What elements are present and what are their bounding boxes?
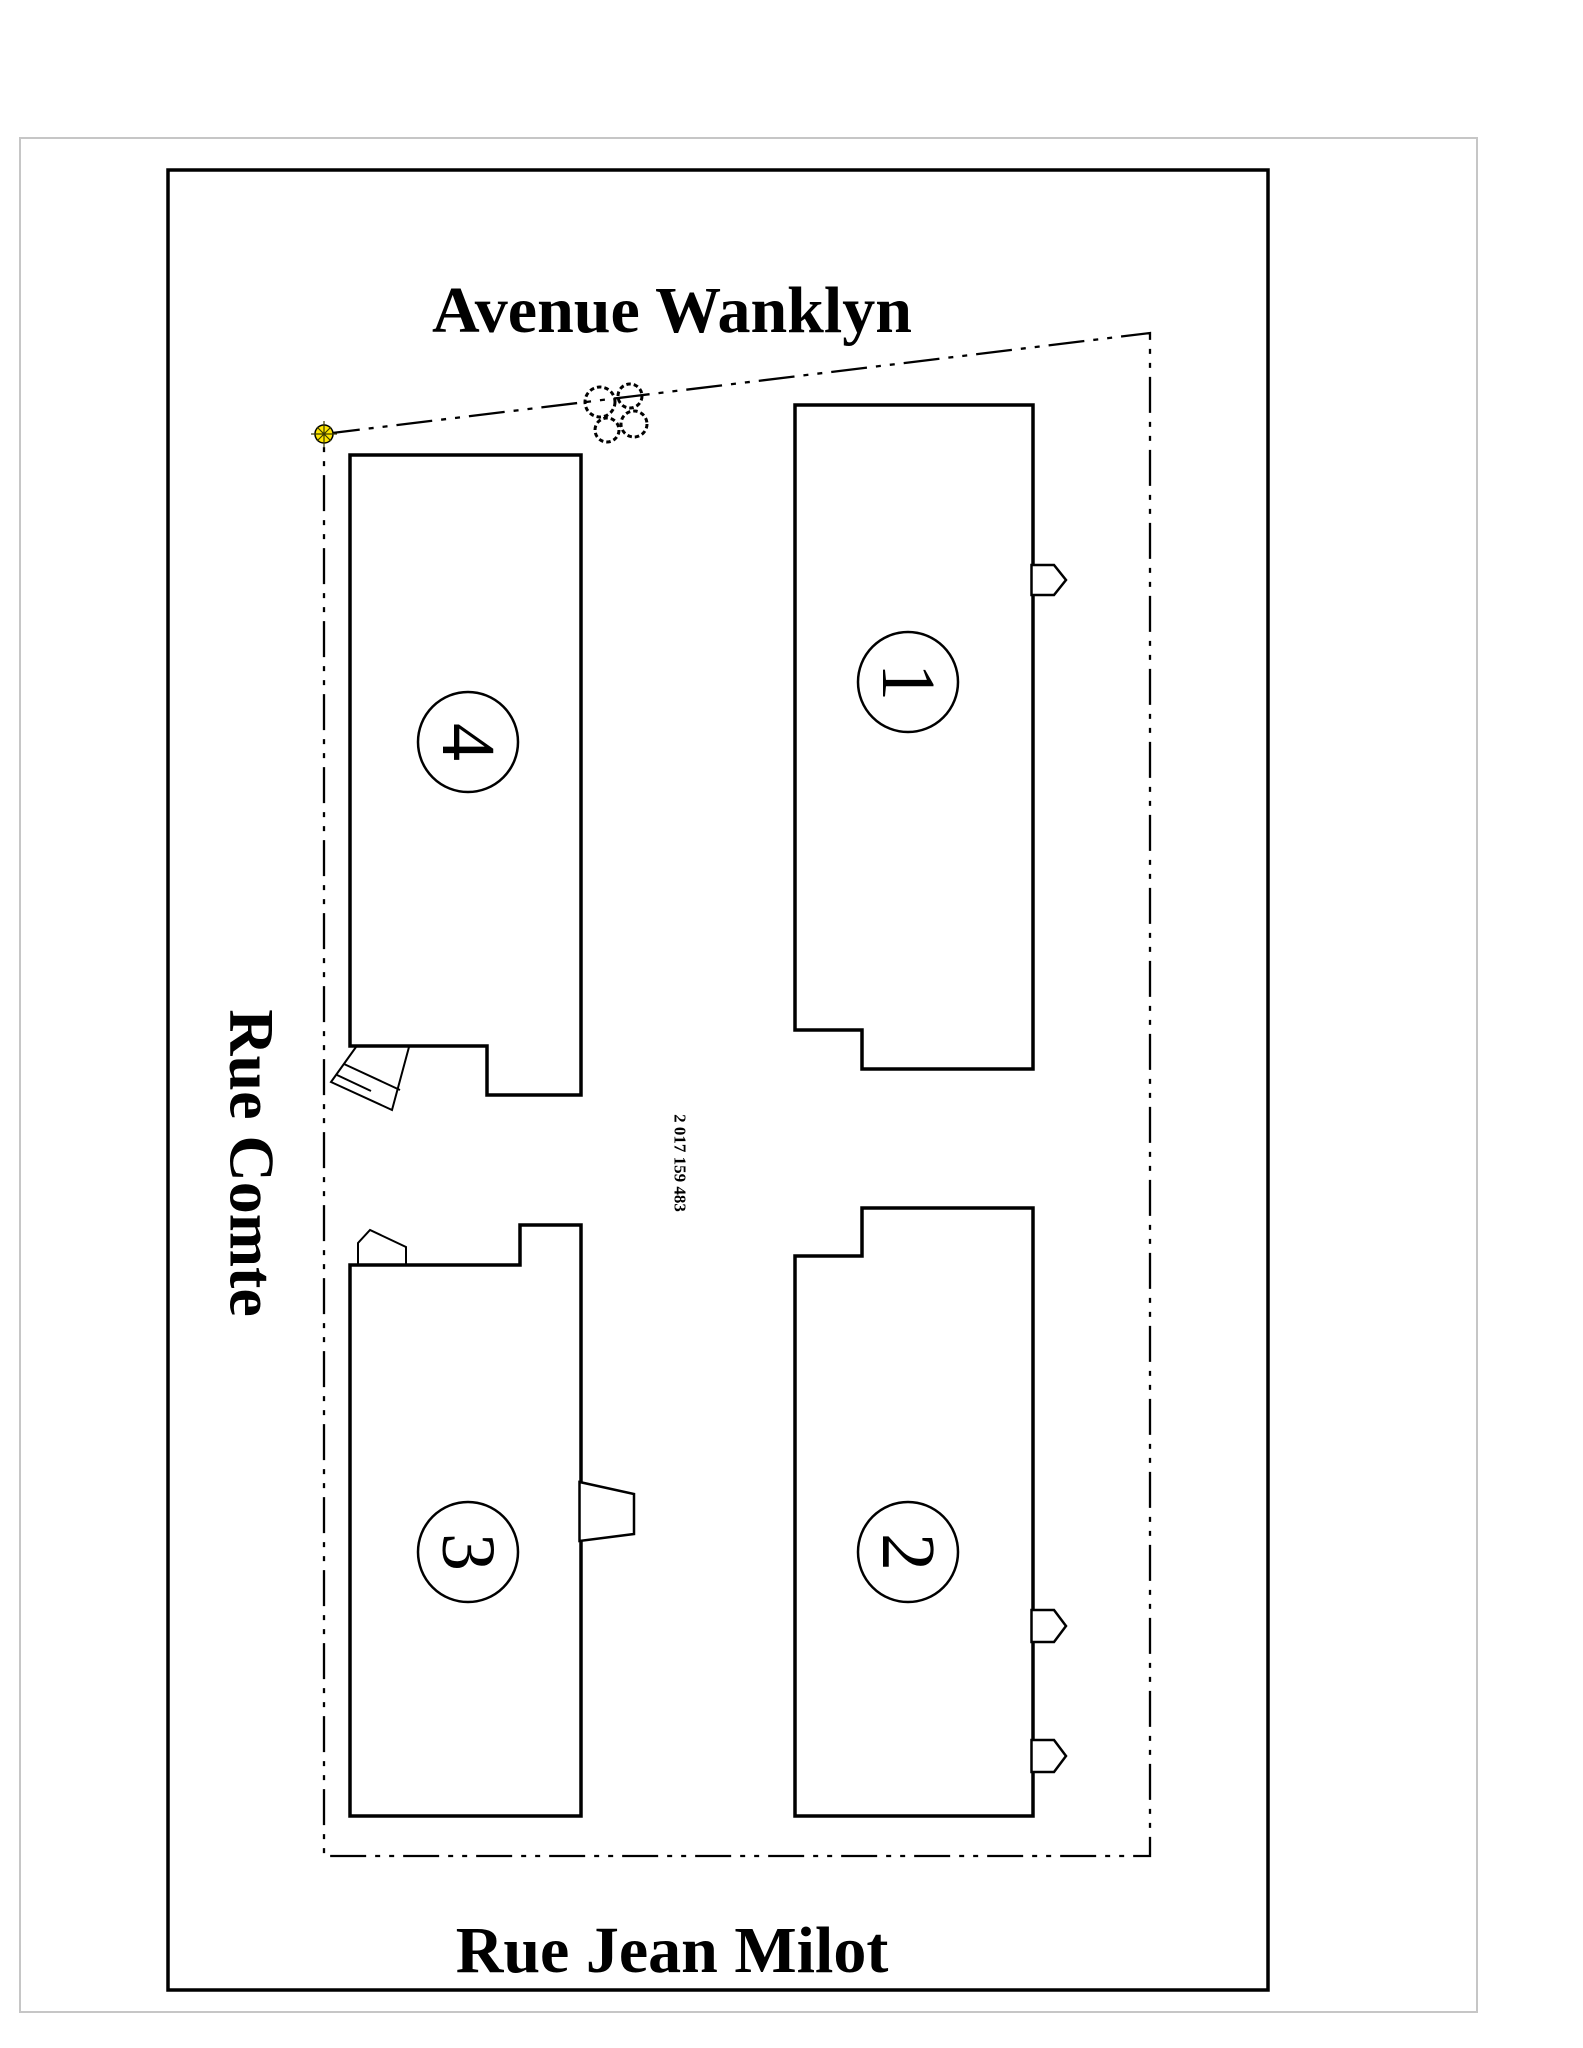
building-1-number: 1 [866, 663, 950, 701]
survey-marker-cross [311, 421, 337, 447]
building-2-porch-upper [1030, 1608, 1068, 1644]
building-4-number: 4 [426, 723, 510, 761]
building-2-porch-lower [1030, 1738, 1068, 1774]
building-1-porch [1030, 563, 1068, 597]
survey-marker-icon [311, 421, 337, 447]
shrub-icon [583, 385, 617, 419]
building-2-number: 2 [866, 1533, 950, 1571]
street-name-top: Avenue Wanklyn [432, 274, 912, 347]
street-name-left: Rue Comte [217, 1009, 288, 1316]
center-lot-number: 2 017 159 483 [671, 1114, 690, 1212]
street-name-bottom: Rue Jean Milot [456, 1914, 889, 1987]
building-3-side-bump [578, 1480, 636, 1543]
drawing-frame [166, 168, 1270, 1992]
property-boundary-line [322, 331, 1152, 1858]
shrub-icon [619, 409, 649, 439]
shrub-cluster-icon [583, 382, 649, 444]
building-3-porch [357, 1228, 407, 1265]
building-2-number-circle [856, 1500, 960, 1604]
building-1-number-circle [856, 630, 960, 734]
building-1-outline [793, 403, 1035, 1071]
shrub-icon [593, 416, 621, 444]
building-3-number-circle [416, 1500, 520, 1604]
building-4-number-circle [416, 690, 520, 794]
building-3-number: 3 [426, 1533, 510, 1571]
paper-border [19, 137, 1478, 2013]
building-4-stairs [329, 1046, 410, 1112]
shrub-icon [616, 382, 644, 410]
